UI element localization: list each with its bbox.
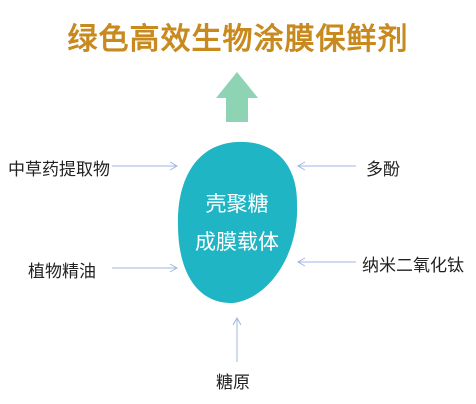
center-label-line2: 成膜载体 [195, 230, 279, 254]
arrowhead-herbal-icon [169, 161, 179, 171]
arrowhead-nano-tio2-icon [296, 257, 306, 267]
input-herbal-extract: 中草药提取物 [8, 160, 110, 180]
arrowhead-plant-oil-icon [169, 263, 179, 273]
input-nano-tio2: 纳米二氧化钛 [362, 256, 464, 276]
input-polyphenol: 多酚 [366, 160, 400, 180]
center-label-line1: 壳聚糖 [205, 192, 269, 216]
input-sugar: 糖原 [216, 373, 250, 393]
connector-lines [112, 161, 356, 362]
page-title: 绿色高效生物涂膜保鲜剂 [67, 22, 409, 57]
arrowhead-polyphenol-icon [296, 161, 306, 171]
center-blob [177, 141, 298, 304]
up-arrow-icon [216, 72, 258, 122]
arrowhead-sugar-icon [232, 316, 242, 326]
input-plant-oil: 植物精油 [28, 262, 96, 282]
